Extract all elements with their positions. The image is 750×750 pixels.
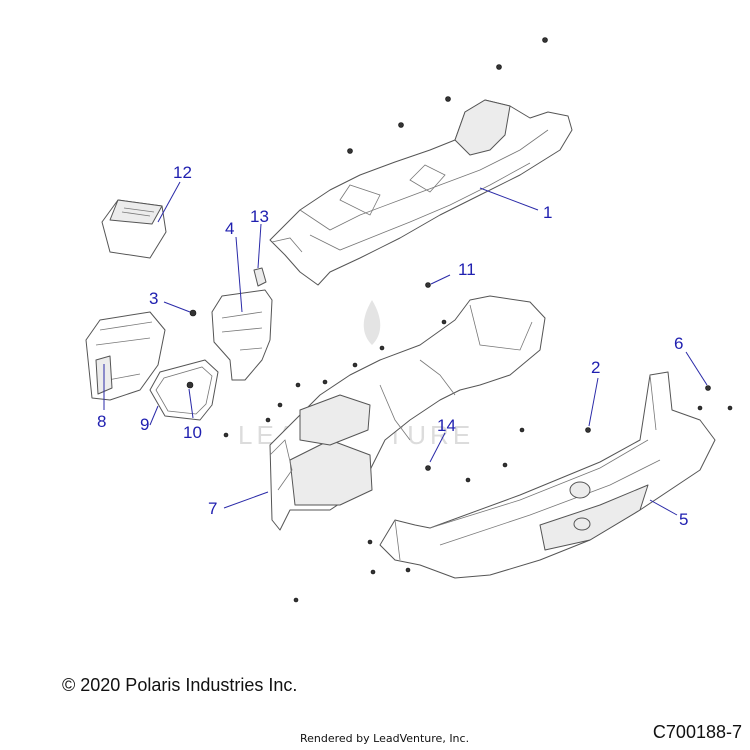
leader-lines [103,181,708,516]
fastener-icon [519,427,525,433]
fastener-icon [347,148,353,154]
callout-8: 8 [97,412,106,431]
fastener-icon [367,539,373,545]
fastener-icon [370,569,376,575]
bracket [211,289,273,381]
callout-11: 11 [458,260,476,279]
callout-7: 7 [208,499,217,518]
upper-dash-panel [269,99,573,286]
clip [253,267,267,287]
callout-6: 6 [674,334,683,353]
reference-number: C700188-7 [652,722,742,742]
fastener-icon [496,64,502,70]
callout-4: 4 [225,219,234,238]
fastener-icon [322,379,328,385]
fastener-icon [705,385,711,391]
fastener-icon [379,345,385,351]
fastener-icon [223,432,229,438]
fastener-icon [295,382,301,388]
fastener-icon [277,402,283,408]
fastener-icon [189,309,197,317]
callout-12: 12 [173,163,192,182]
watermark-logo [363,300,381,345]
copyright-text: © 2020 Polaris Industries Inc. [62,675,298,695]
callouts: 1 2 3 4 5 6 7 8 9 10 11 12 13 14 [97,163,688,529]
dash-frame [269,295,546,531]
rendered-by-text: Rendered by LeadVenture, Inc. [300,732,470,745]
fastener-icon [425,282,431,288]
fastener-icon [542,37,548,43]
glove-box-door [85,311,166,401]
fastener-icon [265,417,271,423]
fastener-icon [502,462,508,468]
fastener-icon [441,319,447,325]
fastener-icon [585,427,591,433]
fastener-icon [727,405,733,411]
fastener-icon [293,597,299,603]
lower-dash-panel [379,371,716,579]
storage-bin [101,199,167,259]
callout-13: 13 [250,207,269,226]
fastener-icon [425,465,431,471]
callout-10: 10 [183,423,202,442]
fastener-icon [186,381,194,389]
callout-2: 2 [591,358,600,377]
fastener-icon [352,362,358,368]
callout-14: 14 [437,416,456,435]
callout-1: 1 [543,203,552,222]
fastener-icon [465,477,471,483]
callout-5: 5 [679,510,688,529]
callout-9: 9 [140,415,149,434]
fastener-icon [398,122,404,128]
fastener-icon [697,405,703,411]
door-seal [149,359,219,421]
fastener-icon [405,567,411,573]
fasteners [186,37,733,603]
fastener-icon [445,96,451,102]
callout-3: 3 [149,289,158,308]
